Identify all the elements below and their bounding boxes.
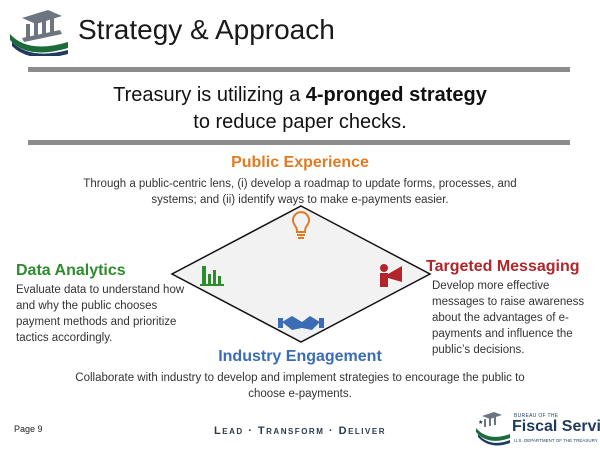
industry-engagement-description: Collaborate with industry to develop and… (75, 372, 525, 400)
data-analytics-description: Evaluate data to understand how and why … (16, 284, 185, 344)
headline-line2: to reduce paper checks. (193, 111, 407, 133)
targeted-messaging-title: Targeted Messaging (426, 258, 580, 275)
title-divider (28, 67, 570, 72)
handshake-icon (278, 316, 324, 330)
industry-engagement-title: Industry Engagement (218, 348, 382, 365)
headline-divider (28, 140, 570, 145)
lightbulb-icon (292, 211, 310, 239)
strategy-diamond (170, 205, 432, 343)
footer-tagline: Lead · Transform · Deliver (214, 425, 386, 437)
page-number: Page 9 (14, 424, 43, 434)
treasury-logo-icon (10, 10, 68, 56)
logo-fiscal-service-text: Fiscal Service (512, 418, 600, 435)
targeted-messaging-description: Develop more effective messages to raise… (432, 280, 585, 356)
public-experience-description: Through a public-centric lens, (i) devel… (83, 178, 517, 206)
bar-chart-icon (200, 266, 224, 286)
megaphone-icon (380, 264, 402, 287)
logo-bureau-text: BUREAU OF THE (514, 413, 559, 419)
public-experience-title: Public Experience (231, 154, 369, 171)
slide-title: Strategy & Approach (78, 14, 335, 45)
headline-bold: 4-pronged strategy (305, 84, 487, 106)
headline: Treasury is utilizing a 4-pronged strate… (30, 82, 570, 136)
data-analytics-title: Data Analytics (16, 262, 126, 279)
svg-text:★: ★ (478, 419, 483, 426)
logo-treasury-text: U.S. DEPARTMENT OF THE TREASURY (514, 438, 598, 443)
fiscal-service-logo-icon: ★ (476, 412, 510, 446)
headline-prefix: Treasury is utilizing a (113, 84, 306, 106)
